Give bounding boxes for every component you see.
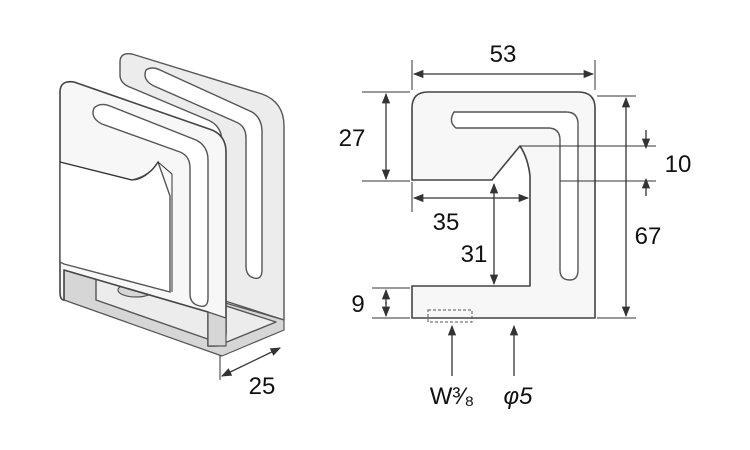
tray-wall: [207, 311, 227, 347]
front-view: [411, 91, 596, 323]
front-view-outline: [411, 91, 596, 319]
thread-callout-label: W³⁄₈: [430, 383, 475, 410]
slot-offset-label: 35: [433, 209, 460, 236]
thread-insert: [427, 309, 473, 323]
front-slot: [92, 103, 209, 308]
slot-height-label: 31: [461, 241, 488, 268]
depth-label: 25: [249, 373, 276, 400]
width-label: 53: [490, 41, 517, 68]
top-height-label: 27: [339, 125, 366, 152]
hole-callout-label: φ5: [503, 383, 533, 410]
front-view-top-slot: [450, 111, 579, 281]
depth-dimension-line: [221, 347, 281, 377]
lip-height-label: 9: [351, 291, 364, 318]
front-opening-edge: [59, 161, 173, 292]
back-slot: [144, 67, 263, 280]
total-height-label: 67: [635, 223, 662, 250]
slot-drop-label: 10: [665, 151, 692, 178]
isometric-view: [59, 52, 285, 357]
